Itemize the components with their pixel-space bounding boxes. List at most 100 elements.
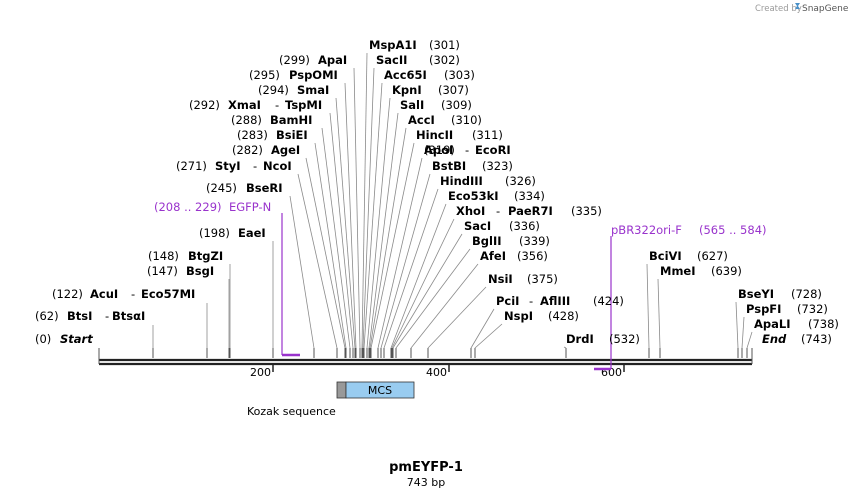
site-eaei[interactable]: (198)EaeI <box>199 226 266 240</box>
site-end[interactable]: (743)End <box>762 332 832 346</box>
site-xhoi-alt-name: PaeR7I <box>508 204 553 218</box>
site-smai[interactable]: (294)SmaI <box>258 83 329 97</box>
mcs-label: MCS <box>368 384 392 397</box>
connector-pcii <box>470 308 495 349</box>
site-acui[interactable]: (122)AcuI-Eco57MI <box>52 287 195 301</box>
primer-egfp-n[interactable]: (208 .. 229) EGFP-N <box>154 200 300 357</box>
site-acui-alt-name: Eco57MI <box>141 287 195 301</box>
site-styi-name: StyI <box>215 159 241 173</box>
site-bseyi[interactable]: (728)BseYI <box>738 287 822 301</box>
site-eaei-position: (198) <box>199 226 230 240</box>
site-btgzi[interactable]: (148)BtgZI <box>148 249 223 263</box>
site-bsgi[interactable]: (147)BsgI <box>147 264 214 278</box>
site-pspfi-name: PspFI <box>746 302 781 316</box>
site-sacii[interactable]: (302)SacII <box>376 53 460 67</box>
site-sali[interactable]: (309)SalI <box>400 98 472 112</box>
site-bstbi-name: BstBI <box>432 159 466 173</box>
site-btsi-alt-name: BtsαI <box>112 309 145 323</box>
site-nsii-name: NsiI <box>488 272 513 286</box>
site-acci-name: AccI <box>408 113 435 127</box>
connector-acci <box>369 127 407 349</box>
site-mspa1i[interactable]: (301) MspA1I <box>369 38 460 52</box>
site-bstbi[interactable]: (323)BstBI <box>432 159 513 173</box>
snapgene-credit: Created by SnapGene <box>755 3 849 14</box>
site-apai[interactable]: (299)ApaI <box>279 53 347 67</box>
site-smai-name: SmaI <box>297 83 329 97</box>
site-pcii[interactable]: (424)PciI-AflIII <box>496 294 624 308</box>
primer-pbr322ori-f-label: pBR322ori-F <box>611 223 682 237</box>
site-bsiei-position: (283) <box>237 128 268 142</box>
site-mspa1i-position: (301) <box>429 38 460 52</box>
ruler: 200 400 600 <box>250 364 625 379</box>
connector-pspfi <box>741 316 745 349</box>
site-btsi[interactable]: (62)BtsI-BtsαI <box>35 309 145 323</box>
primer-pbr322ori-f[interactable]: pBR322ori-F (565 .. 584) <box>594 223 767 371</box>
site-xhoi-position: (335) <box>571 204 602 218</box>
site-hindiii[interactable]: (326)HindIII <box>440 174 536 188</box>
connector-eco53ki <box>390 203 447 349</box>
site-acci[interactable]: (310)AccI <box>408 113 482 127</box>
site-saci[interactable]: (336)SacI <box>464 219 540 233</box>
kozak-sequence-label[interactable]: Kozak sequence <box>247 405 336 418</box>
credit-text: Created by <box>755 4 802 14</box>
site-bseri-name: BseRI <box>246 181 283 195</box>
site-xmai-alt-name: TspMI <box>285 98 322 112</box>
connector-bstbi <box>380 173 431 349</box>
site-pspomi[interactable]: (295)PspOMI <box>249 68 338 82</box>
site-saci-position: (336) <box>509 219 540 233</box>
connector-afei <box>410 263 479 349</box>
site-hincii[interactable]: (311)HincII <box>416 128 503 142</box>
site-bseri[interactable]: (245)BseRI <box>206 181 283 195</box>
site-apoi-separator: - <box>465 143 469 157</box>
site-hindiii-position: (326) <box>505 174 536 188</box>
site-pcii-name: PciI <box>496 294 519 308</box>
site-styi[interactable]: (271)StyI-NcoI <box>176 159 292 173</box>
site-bamhi[interactable]: (288)BamHI <box>231 113 312 127</box>
site-start[interactable]: (0)Start <box>35 332 93 346</box>
site-hincii-name: HincII <box>416 128 453 142</box>
site-xhoi[interactable]: (335)XhoI-PaeR7I <box>456 204 602 218</box>
site-afei-name: AfeI <box>480 249 506 263</box>
site-nsii[interactable]: (375)NsiI <box>488 272 558 286</box>
feature-mcs[interactable]: MCS <box>336 381 415 399</box>
site-agei-position: (282) <box>232 143 263 157</box>
plasmid-name: pmEYFP-1 <box>389 460 463 475</box>
site-apali-position: (738) <box>808 317 839 331</box>
site-afei[interactable]: (356) AfeI <box>480 249 548 263</box>
site-end-position: (743) <box>801 332 832 346</box>
site-apali[interactable]: (738)ApaLI <box>754 317 839 331</box>
site-bsiei[interactable]: (283)BsiEI <box>237 128 308 142</box>
site-xmai[interactable]: (292)XmaI-TspMI <box>189 98 322 112</box>
site-bcivi[interactable]: (627)BciVI <box>649 249 728 263</box>
connector-agei <box>305 157 346 349</box>
site-apoi[interactable]: (319)ApoI-EcoRI <box>424 143 511 157</box>
site-agei[interactable]: (282)AgeI <box>232 143 300 157</box>
site-mmei[interactable]: (639) MmeI <box>660 264 742 278</box>
site-drdi[interactable]: (532)DrdI <box>566 332 640 346</box>
site-xhoi-name: XhoI <box>456 204 485 218</box>
connector-nsii <box>427 286 487 349</box>
mcs-box <box>345 381 415 399</box>
site-pspfi[interactable]: (732)PspFI <box>746 302 828 316</box>
site-nspi-name: NspI <box>504 309 533 323</box>
site-nspi-position: (428) <box>548 309 579 323</box>
site-afei-position: (356) <box>517 249 548 263</box>
connector-sali <box>368 112 399 349</box>
site-bcivi-name: BciVI <box>649 249 682 263</box>
site-kpni[interactable]: (307)KpnI <box>392 83 469 97</box>
connector-bcivi <box>646 263 650 349</box>
site-btsi-separator: - <box>105 309 109 323</box>
connector-xhoi <box>391 218 455 349</box>
site-mmei-position: (639) <box>711 264 742 278</box>
site-eco53ki[interactable]: (334)Eco53kI <box>448 189 545 203</box>
connector-pspomi <box>344 82 357 349</box>
site-mmei-name: MmeI <box>660 264 696 278</box>
site-btgzi-name: BtgZI <box>188 249 223 263</box>
site-mspa1i-name: MspA1I <box>369 38 417 52</box>
dna-backbone <box>98 352 753 366</box>
site-acc65i[interactable]: (303)Acc65I <box>384 68 475 82</box>
site-xmai-position: (292) <box>189 98 220 112</box>
site-bglii[interactable]: (339)BglII <box>472 234 550 248</box>
site-nspi[interactable]: (428) NspI <box>504 309 579 323</box>
